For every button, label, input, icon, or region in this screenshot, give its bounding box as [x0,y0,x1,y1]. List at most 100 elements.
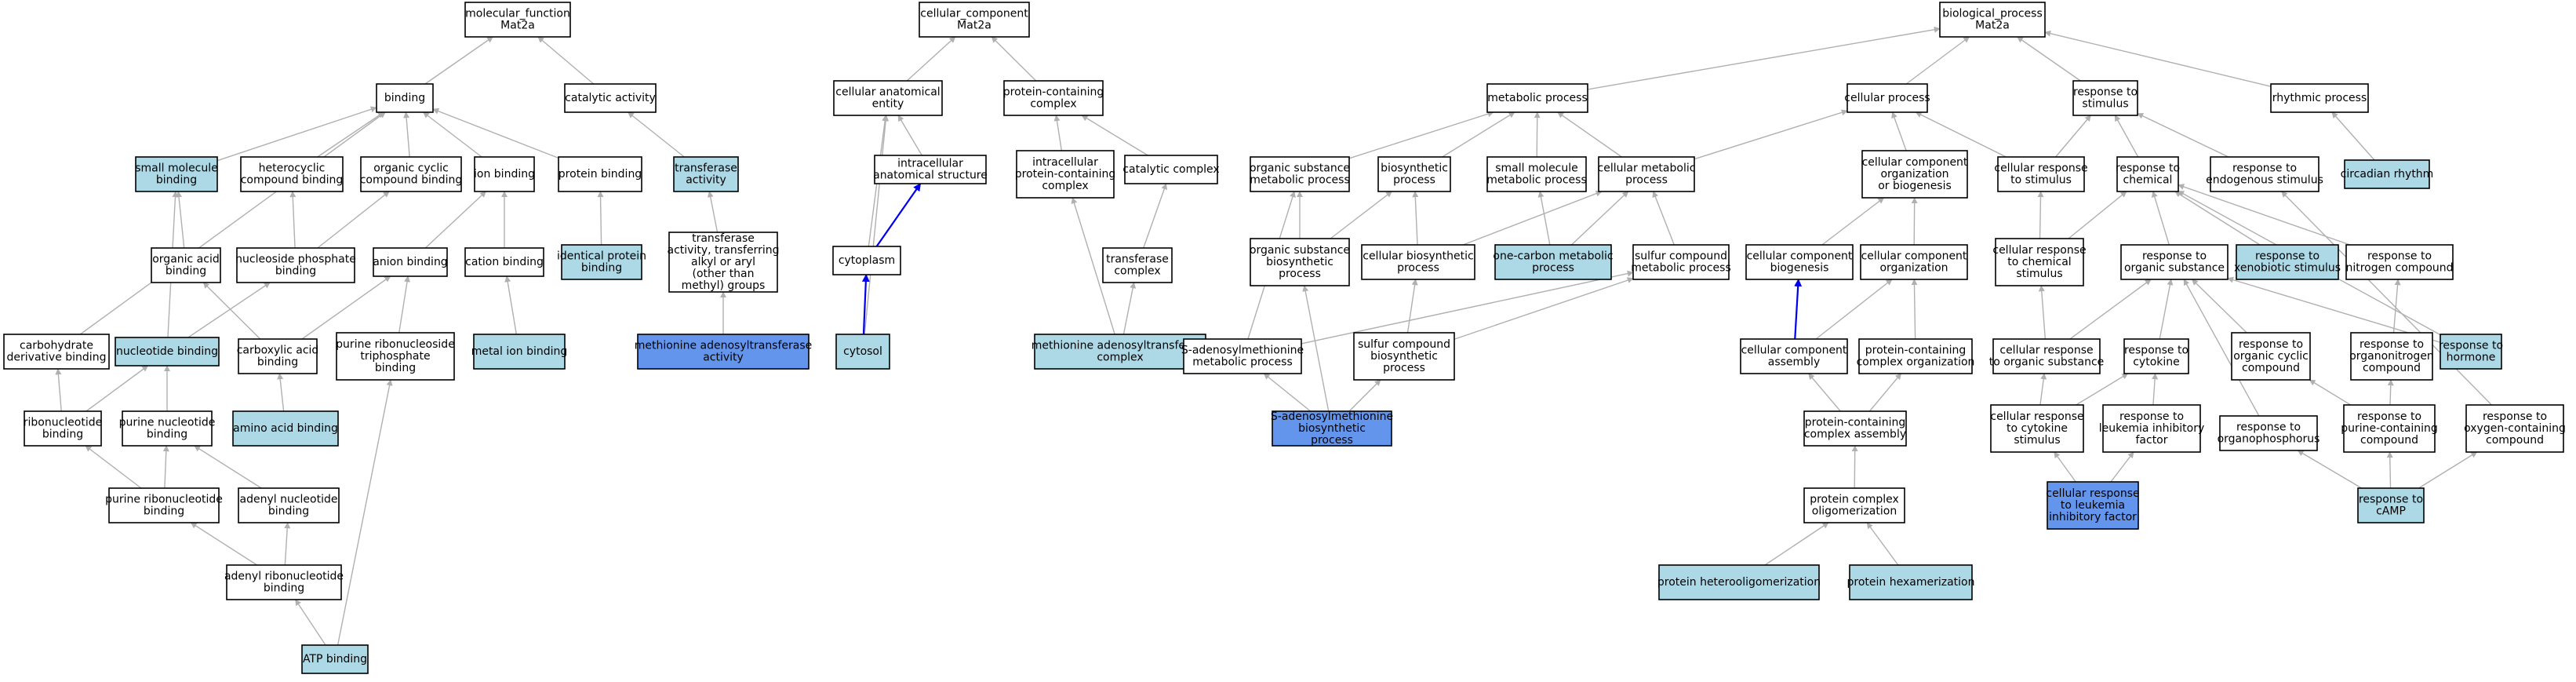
go-term-label-line: purine-containing [2341,422,2438,435]
edge-cbp-to-biop [1412,191,1419,246]
edge-matcx-to-tcx [1122,282,1137,335]
go-term-label-line: complex [1114,265,1160,278]
go-term-label-line: to cytokine [2007,422,2068,435]
go-term-box [2357,487,2425,523]
edge-crtos-to-rtos [2069,279,2152,340]
go-term-label-line: carboxylic acid [237,345,319,357]
go-term-label-line: binding [581,262,622,275]
go-term-label-line: Mat2a [957,20,991,32]
go-term-box [1486,83,1588,113]
go-term-box [135,156,218,192]
go-term-label-line: compound [2363,362,2421,374]
go-term-label-line: protein heterooligomerization [1657,576,1821,589]
edge-cellp-to-bp [1905,36,1970,85]
edge-prntb-to-anb [398,275,410,334]
go-term-label-line: adenyl ribonucleotide [224,571,344,583]
go-term-label-line: (other than [692,268,754,280]
edge-pcc-to-cc [991,36,1037,82]
go-term-label-line: response to [2359,494,2423,506]
go-term-box [2343,404,2436,453]
go-term-box [2236,244,2339,280]
go-term-label-line: compound binding [241,174,344,187]
go-term-box [1377,156,1451,192]
edge-rtlif-to-rtcy [2152,373,2159,406]
edge-ionb-to-binding [422,111,482,158]
go-term-catact: catalytic activity [564,83,657,113]
edge-crtc-to-rtc [2068,191,2127,239]
go-term-label-line: intracellular [1032,156,1098,169]
edge-ocb-to-binding [403,111,410,158]
go-term-box [474,156,535,192]
go-term-label-line: small molecule [135,162,218,175]
go-term-box [360,156,462,192]
edge-cytosol-to-cae [864,115,890,335]
go-term-cyto: cytoplasm [832,246,901,275]
edge-biop-to-metp [1442,111,1515,158]
edge-cmp-to-cellp [1694,109,1848,160]
go-term-label-line: Mat2a [500,20,535,32]
go-term-label-line: Mat2a [1975,20,2010,32]
go-term-label-line: methyl) groups [682,279,766,292]
edge-pcco-to-cco [1911,279,1918,340]
edge-phet-to-pco [1764,522,1829,566]
edge-scmp-to-cmp [1652,191,1675,246]
go-term-label-line: cellular component [1741,345,1847,357]
go-term-label-line: response to [2232,162,2297,175]
go-term-label-line: complex [1030,98,1076,111]
edge-atpb-to-prntb [337,379,393,646]
go-term-label-line: to chemical [2007,256,2071,268]
go-term-label-line: cytokine [2133,356,2180,369]
edge-rtes-to-rts [2137,112,2229,158]
go-term-phet: protein heterooligomerization [1657,564,1821,600]
edge-smb-to-binding [216,106,377,162]
edge-arnb-to-prnb [190,522,258,566]
edge-crts-to-rts [2055,115,2091,158]
go-term-label-line: protein binding [558,168,642,181]
go-term-label-line: binding [42,429,83,441]
go-term-label-line: metabolic process [1192,356,1293,369]
edge-protb-to-binding [432,108,559,159]
go-term-label-line: response to [2255,250,2319,263]
go-term-label-line: rhythmic process [2272,92,2367,104]
edge-aab-to-cab [277,373,285,412]
go-term-box [1598,156,1695,192]
edge-tcx-to-catcx [1143,183,1168,249]
go-term-box [1003,80,1104,116]
go-term-label-line: protein-containing [1805,417,1905,429]
go-term-box [373,247,448,277]
go-term-box [226,564,342,600]
edge-rton-to-rtnc [2392,279,2401,334]
go-term-label-line: complex assembly [1804,429,1906,441]
edge-ccb-to-ccob [1821,197,1885,246]
go-term-label-line: organic acid [152,253,220,266]
edge-prnb-to-rnb [85,445,142,489]
go-term-rhyp: rhythmic process [2270,83,2369,113]
go-term-cellp: cellular process [1844,83,1930,113]
go-term-box [2465,404,2564,453]
go-term-label-line: organic cyclic [373,162,449,175]
go-term-box [874,155,987,184]
go-term-label-line: protein complex [1810,494,1899,506]
go-term-label-line: molecular_function [465,8,570,20]
edge-transact-to-catact [628,111,685,158]
go-term-box [3,334,110,370]
go-term-label-line: nucleoside phosphate [235,253,356,266]
go-term-label-line: activity, transferring [668,244,780,257]
go-term-label-line: adenyl nucleotide [240,494,338,506]
go-term-box [1361,244,1475,280]
